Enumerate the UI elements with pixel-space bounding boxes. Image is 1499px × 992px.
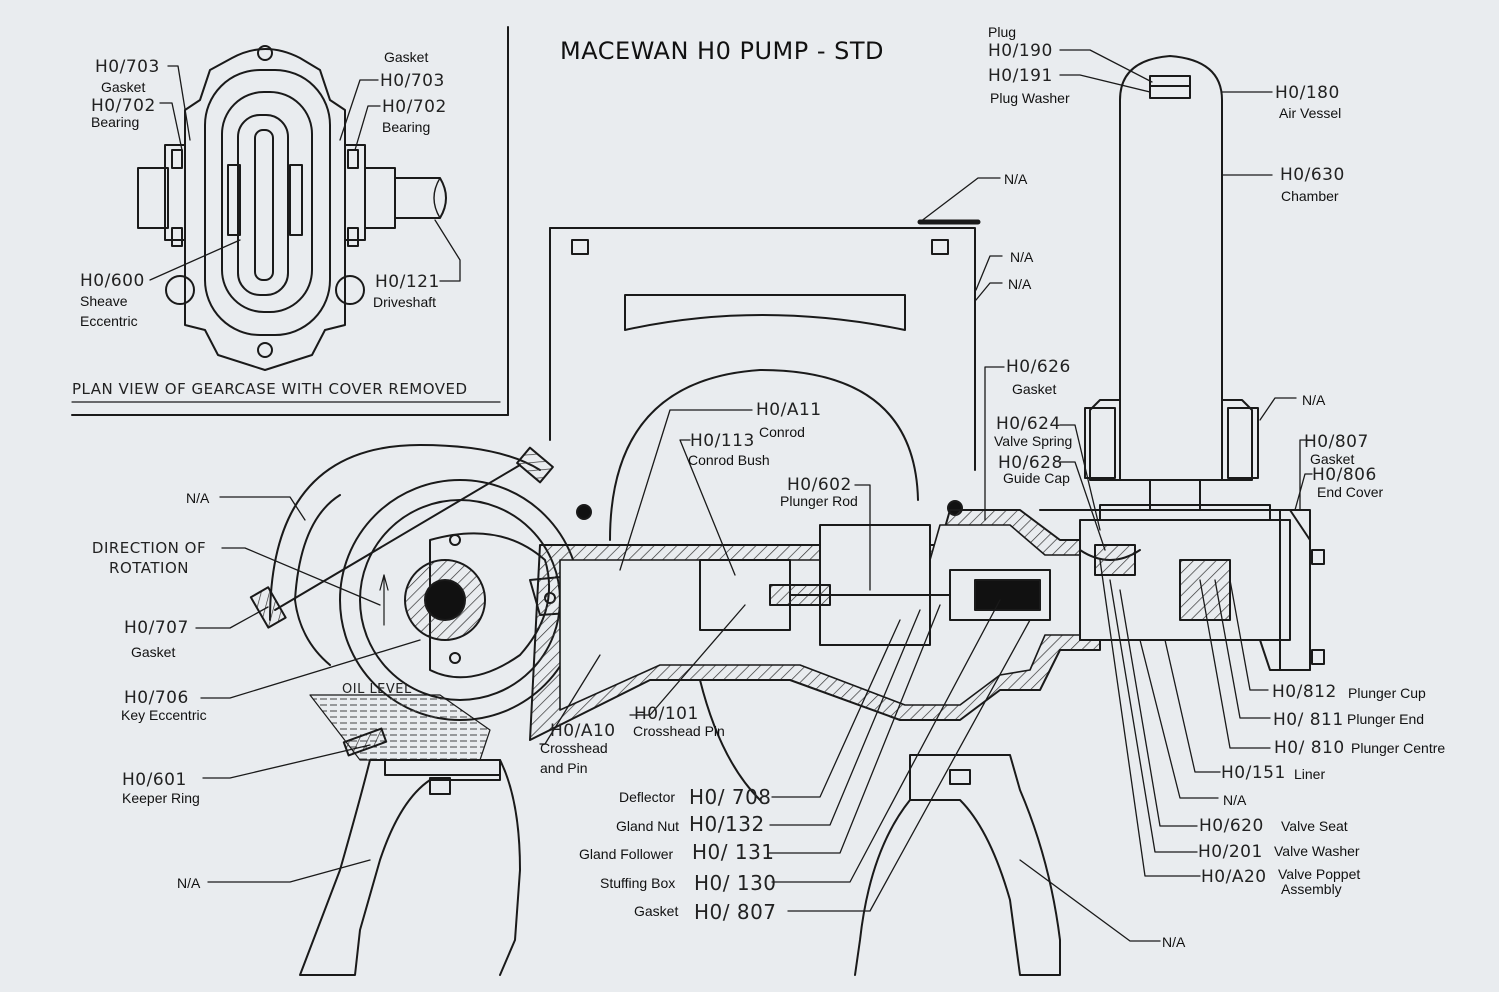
valve-poppet-label: Valve Poppet (1278, 866, 1361, 882)
inset-sheave-code: H0/600 (80, 271, 145, 291)
inset-caption: PLAN VIEW OF GEARCASE WITH COVER REMOVED (72, 380, 468, 398)
valve-spring-code: H0/624 (996, 414, 1061, 434)
gasket-807-label: Gasket (1310, 451, 1355, 467)
inset-bearing-right-code: H0/702 (382, 97, 447, 117)
page-title: MACEWAN H0 PUMP - STD (560, 37, 884, 65)
keeper-ring-label: Keeper Ring (122, 790, 200, 806)
valve-poppet-assembly-label: Assembly (1281, 881, 1342, 897)
plunger-centre-code: H0/ 810 (1274, 738, 1345, 758)
direction-of-rotation-line1: DIRECTION OF (91, 539, 207, 557)
crosshead-pin-and-label: and Pin (540, 760, 588, 776)
crank-case-drawing (249, 444, 963, 761)
guide-cap-code: H0/628 (998, 453, 1063, 473)
inset-driveshaft-code: H0/121 (375, 272, 440, 292)
stuffing-box-code: H0/ 130 (694, 871, 777, 895)
inset-gasket-right-code: H0/703 (380, 71, 445, 91)
gasket-707-label: Gasket (131, 644, 176, 660)
gasket-807-code: H0/807 (1304, 432, 1369, 452)
na-top-label: N/A (1004, 171, 1028, 187)
inset-gasket-left-label: Gasket (101, 79, 146, 95)
air-vessel-label: Air Vessel (1279, 105, 1342, 121)
air-vessel-drawing (1084, 55, 1259, 511)
gasket-bottom-code: H0/ 807 (694, 900, 777, 924)
valve-seat-code: H0/620 (1199, 816, 1264, 836)
inset-gasket-right-label: Gasket (384, 49, 429, 65)
motor-housing-drawing (549, 219, 981, 541)
inset-sheave-label: Sheave (80, 293, 128, 309)
key-eccentric-label: Key Eccentric (121, 707, 207, 723)
end-cover-code: H0/806 (1312, 465, 1377, 485)
plunger-cup-code: H0/812 (1272, 682, 1337, 702)
conrod-code: H0/A11 (756, 400, 822, 420)
deflector-code: H0/ 708 (689, 785, 772, 809)
plug-label: Plug (988, 24, 1017, 40)
gasket-626-code: H0/626 (1006, 357, 1071, 377)
inset-bearing-left-code: H0/702 (91, 96, 156, 116)
liner-label: Liner (1294, 766, 1326, 782)
guide-cap-label: Guide Cap (1003, 470, 1070, 486)
liner-code: H0/151 (1221, 763, 1286, 783)
na-right-3-label: N/A (1302, 392, 1326, 408)
crosshead-pin-code: H0/101 (634, 704, 699, 724)
gasket-707-code: H0/707 (124, 618, 189, 638)
inset-bearing-left-label: Bearing (91, 114, 140, 130)
crosshead-label: Crosshead (540, 740, 608, 756)
leader-lines (195, 49, 1313, 942)
plunger-rod-label: Plunger Rod (780, 493, 858, 509)
na-bottom-right-label: N/A (1223, 792, 1247, 808)
valve-washer-label: Valve Washer (1274, 843, 1360, 859)
gland-follower-label: Gland Follower (579, 846, 674, 862)
valve-washer-code: H0/201 (1198, 842, 1263, 862)
plug-washer-label: Plug Washer (990, 90, 1070, 106)
na-right-2-label: N/A (1008, 276, 1032, 292)
conrod-label: Conrod (759, 424, 805, 440)
end-cover-label: End Cover (1317, 484, 1384, 500)
valve-spring-label: Valve Spring (994, 433, 1073, 449)
gearcase-plan-view (71, 26, 509, 416)
oil-level-label: OIL LEVEL (342, 682, 412, 697)
conrod-bush-code: H0/113 (690, 431, 755, 451)
plunger-rod-code: H0/602 (787, 475, 852, 495)
chamber-label: Chamber (1281, 188, 1339, 204)
plunger-cup-label: Plunger Cup (1348, 685, 1426, 701)
valve-seat-label: Valve Seat (1281, 818, 1348, 834)
na-left-top-label: N/A (186, 490, 210, 506)
stuffing-box-label: Stuffing Box (600, 875, 676, 891)
inset-gasket-left-code: H0/703 (95, 57, 160, 77)
air-vessel-code: H0/180 (1275, 83, 1340, 103)
plunger-end-label: Plunger End (1347, 711, 1425, 727)
inset-eccentric-label: Eccentric (80, 313, 138, 329)
gland-nut-label: Gland Nut (616, 818, 680, 834)
valve-poppet-code: H0/A20 (1201, 867, 1267, 887)
plug-code: H0/190 (988, 41, 1053, 61)
crosshead-code: H0/A10 (550, 721, 616, 741)
conrod-bush-label: Conrod Bush (688, 452, 770, 468)
na-floor-label: N/A (1162, 934, 1186, 950)
pump-body-drawing (529, 504, 1325, 741)
inset-bearing-right-label: Bearing (382, 119, 431, 135)
gasket-bottom-label: Gasket (634, 903, 679, 919)
deflector-label: Deflector (619, 789, 676, 805)
keeper-ring-code: H0/601 (122, 770, 187, 790)
direction-of-rotation-line2: ROTATION (109, 559, 189, 577)
plunger-centre-label: Plunger Centre (1351, 740, 1446, 756)
chamber-code: H0/630 (1280, 165, 1345, 185)
na-right-1-label: N/A (1010, 249, 1034, 265)
key-eccentric-code: H0/706 (124, 688, 189, 708)
gland-nut-code: H0/132 (689, 812, 765, 836)
plug-washer-code: H0/191 (988, 66, 1053, 86)
na-left-bottom-label: N/A (177, 875, 201, 891)
gasket-626-label: Gasket (1012, 381, 1057, 397)
plunger-end-code: H0/ 811 (1273, 710, 1344, 730)
legs-drawing (299, 679, 1061, 976)
gland-follower-code: H0/ 131 (692, 840, 775, 864)
inset-driveshaft-label: Driveshaft (373, 294, 437, 310)
crosshead-pin-label: Crosshead Pin (633, 723, 725, 739)
